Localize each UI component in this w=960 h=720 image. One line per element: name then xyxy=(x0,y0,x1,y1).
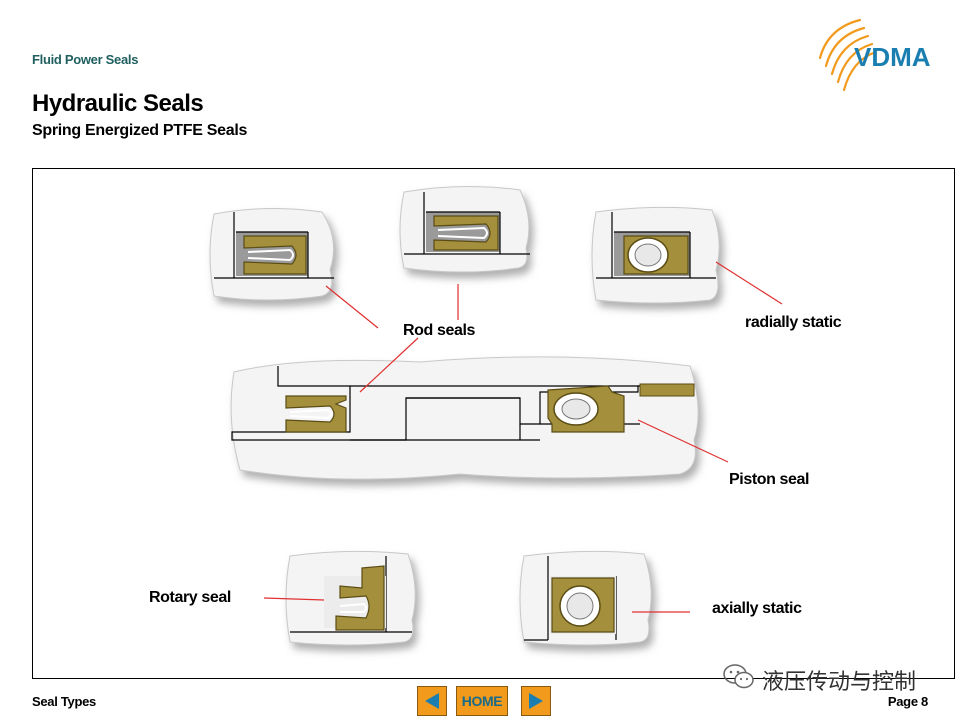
diagram-frame xyxy=(32,168,955,679)
footer-section-name: Seal Types xyxy=(32,694,96,709)
page-subtitle: Spring Energized PTFE Seals xyxy=(32,122,248,139)
label-piston-seal: Piston seal xyxy=(729,471,810,488)
piston-rod-assembly-illustration xyxy=(230,356,699,480)
axially-static-seal-illustration xyxy=(519,550,652,646)
wechat-icon xyxy=(723,664,754,689)
radially-static-seal-illustration xyxy=(591,206,720,304)
label-rotary-seal: Rotary seal xyxy=(149,589,231,606)
label-axially-static: axially static xyxy=(712,600,802,617)
leader-rod-seal-1 xyxy=(325,285,379,329)
prev-page-button[interactable] xyxy=(417,686,447,716)
next-page-button[interactable] xyxy=(521,686,551,716)
rod-seal-1-illustration xyxy=(209,207,335,301)
page-number: Page 8 xyxy=(887,694,928,709)
home-button[interactable]: HOME xyxy=(456,686,508,716)
watermark-text: 液压传动与控制 xyxy=(762,670,917,695)
label-rod-seals: Rod seals xyxy=(403,322,475,339)
page-title: Hydraulic Seals xyxy=(32,90,204,117)
seal-diagram xyxy=(209,185,783,646)
leader-radially-static xyxy=(715,261,783,305)
section-title: Fluid Power Seals xyxy=(32,52,139,67)
leader-lines xyxy=(263,261,783,613)
rotary-seal-illustration xyxy=(285,550,416,646)
leader-rotary-seal xyxy=(263,597,325,601)
watermark: 液压传动与控制 xyxy=(722,660,958,695)
logo-text: VDMA xyxy=(854,42,931,72)
leader-piston-seal xyxy=(637,419,729,463)
next-arrow-icon xyxy=(529,693,543,709)
vdma-logo: VDMA xyxy=(818,18,931,92)
rod-seal-2-illustration xyxy=(399,185,530,273)
prev-arrow-icon xyxy=(425,693,439,709)
label-radially-static: radially static xyxy=(745,314,842,331)
leader-rod-seal-3 xyxy=(359,337,419,393)
